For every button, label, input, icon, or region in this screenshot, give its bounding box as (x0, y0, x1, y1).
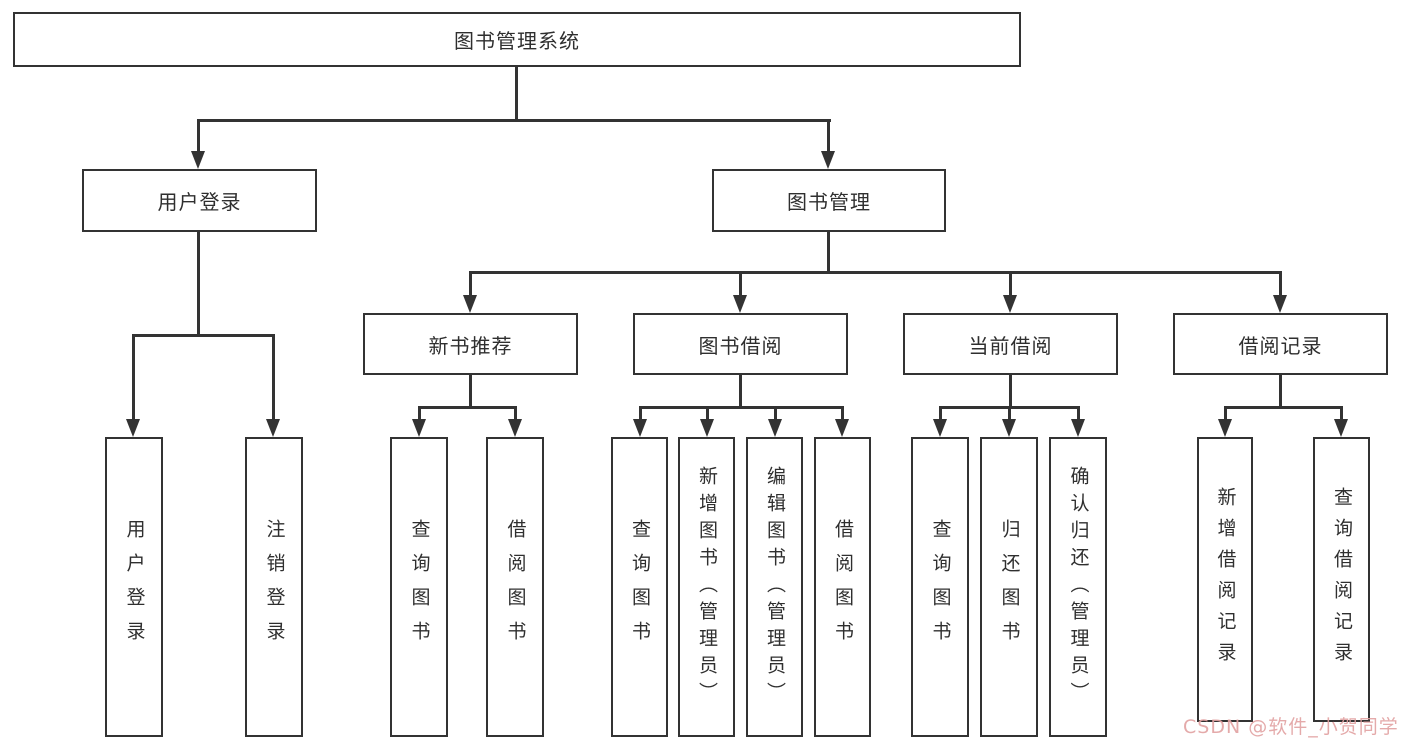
node-new-book-recommend: 新书推荐 (363, 313, 578, 375)
csdn-watermark: CSDN @软件_小贺同学 (1183, 716, 1399, 738)
connector-borrow-child3 (774, 406, 777, 420)
connector-book-management-stem (827, 232, 830, 273)
node-user-login: 用户登录 (82, 169, 317, 232)
connector-current-stem (1009, 375, 1012, 407)
leaf-confirm-return-admin: 确认归还（管理员） (1049, 437, 1107, 737)
arrow-down-borrow-child3-icon (768, 419, 782, 437)
connector-records-child2 (1340, 406, 1343, 420)
connector-to-current-borrow (1009, 271, 1012, 296)
leaf-user-login: 用户登录 (105, 437, 163, 737)
arrow-down-borrow-child1-icon (633, 419, 647, 437)
node-current-borrow: 当前借阅 (903, 313, 1118, 375)
connector-records-child1 (1224, 406, 1227, 420)
connector-borrow-bar (639, 406, 844, 409)
connector-records-stem (1279, 375, 1282, 407)
leaf-borrow-borrow-book: 借阅图书 (814, 437, 871, 737)
connector-to-leaf-user-login (132, 334, 135, 420)
arrow-down-current-child2-icon (1002, 419, 1016, 437)
leaf-query-borrow-record: 查询借阅记录 (1313, 437, 1370, 722)
connector-recommend-child2 (514, 406, 517, 420)
node-book-borrow: 图书借阅 (633, 313, 848, 375)
connector-records-bar (1224, 406, 1342, 409)
connector-borrow-child1 (639, 406, 642, 420)
connector-to-borrow-records (1279, 271, 1282, 296)
arrow-down-book-borrow-icon (733, 295, 747, 313)
leaf-recommend-query-book: 查询图书 (390, 437, 448, 737)
leaf-logout-login: 注销登录 (245, 437, 303, 737)
connector-current-child3 (1077, 406, 1080, 420)
arrow-down-current-child1-icon (933, 419, 947, 437)
arrow-down-borrow-child4-icon (835, 419, 849, 437)
connector-level3-bar (469, 271, 1281, 274)
connector-current-child1 (939, 406, 942, 420)
connector-borrow-child4 (841, 406, 844, 420)
arrow-down-current-child3-icon (1071, 419, 1085, 437)
connector-current-child2 (1008, 406, 1011, 420)
connector-to-book-borrow (739, 271, 742, 296)
leaf-add-borrow-record: 新增借阅记录 (1197, 437, 1253, 722)
connector-borrow-stem (739, 375, 742, 407)
connector-to-book-management (827, 119, 830, 152)
connector-to-new-book-recommend (469, 271, 472, 296)
arrow-down-new-book-recommend-icon (463, 295, 477, 313)
leaf-recommend-borrow-book: 借阅图书 (486, 437, 544, 737)
leaf-add-book-admin: 新增图书（管理员） (678, 437, 735, 737)
arrow-down-records-child2-icon (1334, 419, 1348, 437)
connector-root-stem (515, 67, 518, 120)
connector-to-leaf-logout (272, 334, 275, 420)
arrow-down-records-child1-icon (1218, 419, 1232, 437)
leaf-current-query-book: 查询图书 (911, 437, 969, 737)
connector-level1-bar (197, 119, 831, 122)
connector-recommend-bar (418, 406, 516, 409)
arrow-down-borrow-records-icon (1273, 295, 1287, 313)
arrow-down-recommend-child2-icon (508, 419, 522, 437)
arrow-down-recommend-child1-icon (412, 419, 426, 437)
connector-user-login-stem (197, 232, 200, 335)
connector-user-login-bar (132, 334, 275, 337)
connector-to-user-login (197, 119, 200, 152)
arrow-down-user-login-icon (191, 151, 205, 169)
leaf-edit-book-admin: 编辑图书（管理员） (746, 437, 803, 737)
arrow-down-leaf-logout-icon (266, 419, 280, 437)
arrow-down-leaf-user-login-icon (126, 419, 140, 437)
arrow-down-borrow-child2-icon (700, 419, 714, 437)
arrow-down-book-management-icon (821, 151, 835, 169)
node-borrow-records: 借阅记录 (1173, 313, 1388, 375)
node-book-management: 图书管理 (712, 169, 946, 232)
connector-borrow-child2 (706, 406, 709, 420)
arrow-down-current-borrow-icon (1003, 295, 1017, 313)
connector-recommend-stem (469, 375, 472, 407)
connector-recommend-child1 (418, 406, 421, 420)
node-library-system-root: 图书管理系统 (13, 12, 1021, 67)
leaf-borrow-query-book: 查询图书 (611, 437, 668, 737)
leaf-return-book: 归还图书 (980, 437, 1038, 737)
